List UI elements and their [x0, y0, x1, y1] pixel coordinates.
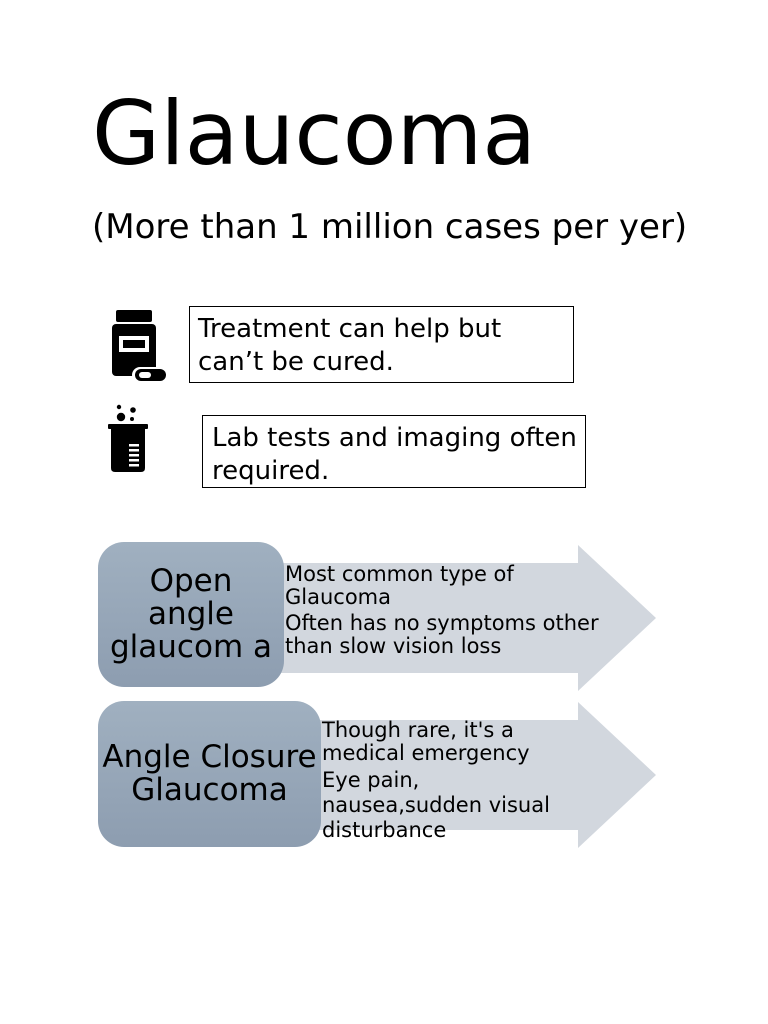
point-no-symptoms: Often has no symptoms other than slow vi… — [285, 611, 599, 658]
type-label-angle-closure: Angle Closure Glaucoma — [102, 739, 317, 808]
page-subtitle: (More than 1 million cases per yer) — [92, 207, 688, 247]
type-label-open-angle: Open angle glaucom a — [110, 563, 272, 665]
type-open-angle-glaucoma: Open angle glaucom a — [98, 542, 284, 687]
arrow-shape-angle-closure — [314, 702, 656, 848]
fact-lab-tests: Lab tests and imaging often required. — [202, 415, 586, 488]
desc-open-angle: Most common type of Glaucoma Often has n… — [285, 563, 605, 661]
point-eye-pain: Eye pain, nausea,sudden visual disturban… — [322, 768, 550, 842]
arrow-shape-open-angle — [276, 545, 656, 691]
point-most-common: Most common type of Glaucoma — [285, 562, 514, 609]
type-angle-closure-glaucoma: Angle Closure Glaucoma — [98, 701, 321, 847]
fact-treatment: Treatment can help but can’t be cured. — [189, 306, 574, 383]
lab-beaker-icon — [108, 404, 148, 472]
page-title: Glaucoma — [92, 82, 537, 185]
point-medical-emergency: Though rare, it's a medical emergency — [322, 718, 530, 765]
desc-angle-closure: Though rare, it's a medical emergency Ey… — [322, 719, 572, 846]
medicine-bottle-icon — [112, 310, 168, 383]
